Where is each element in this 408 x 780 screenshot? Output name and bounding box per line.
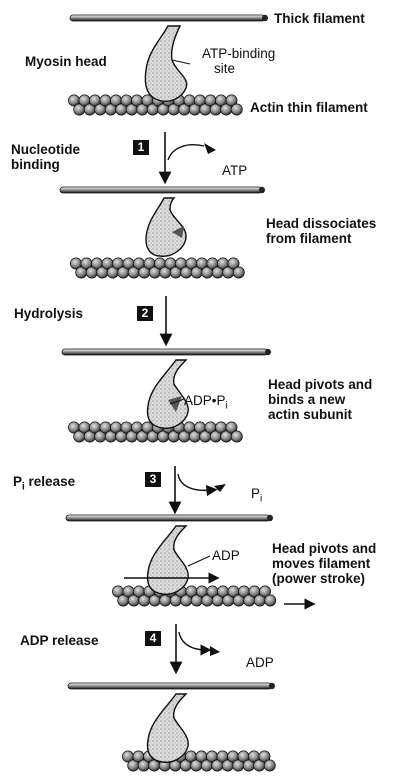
hydrolysis-label: Hydrolysis — [14, 306, 83, 321]
thick-filament-1 — [70, 15, 265, 21]
nucleotide-binding-label: Nucleotide binding — [11, 142, 80, 172]
atp-binding-line2: site — [202, 61, 275, 76]
head-pivots-binds-line2: binds a new — [268, 392, 372, 407]
pi-release-label: Pi release — [13, 474, 75, 495]
pi-exit-curve — [178, 474, 212, 490]
adp-label-2: ADP — [246, 655, 274, 670]
thick-filament-5 — [68, 683, 272, 689]
actin-bead-5-27 — [264, 760, 275, 771]
nucleotide-binding-line1: Nucleotide — [11, 142, 80, 157]
thick-filament-4 — [66, 515, 270, 521]
atp-label: ATP — [222, 163, 247, 178]
pi-label: Pi — [251, 486, 262, 507]
adp-pointer — [188, 556, 210, 566]
myosin-head-3 — [148, 360, 189, 428]
atp-binding-line1: ATP-binding — [202, 46, 275, 61]
head-dissociates-label: Head dissociates from filament — [266, 216, 376, 246]
head-pivots-binds-label: Head pivots and binds a new actin subuni… — [268, 377, 372, 422]
pi-release-rest: release — [25, 474, 75, 489]
atp-entry-curve — [168, 145, 204, 160]
pi-main: P — [251, 486, 260, 501]
pi-subscript: i — [260, 494, 262, 505]
thick-filament-2 — [60, 187, 262, 193]
adp-pi-main: ADP•P — [184, 393, 226, 408]
step-1-badge: 1 — [133, 140, 149, 155]
atp-binding-site-label: ATP-binding site — [202, 46, 275, 76]
adp-pi-label: ADP•Pi — [184, 393, 228, 414]
pi-molecule — [214, 484, 226, 492]
head-pivots-binds-line1: Head pivots and — [268, 377, 372, 392]
actin-bead-1-31 — [231, 104, 242, 115]
thick-filament-end-3 — [265, 349, 271, 355]
actin-bead-3-31 — [231, 431, 242, 442]
power-stroke-line2: moves filament — [272, 556, 376, 571]
head-dissociates-line2: from filament — [266, 231, 376, 246]
step-4-badge: 4 — [145, 631, 161, 646]
myosin-head-label: Myosin head — [25, 54, 107, 69]
power-stroke-line3: (power stroke) — [272, 571, 376, 586]
thick-filament-end-2 — [259, 187, 265, 193]
adp-exit-curve — [179, 632, 206, 650]
adp-label-1: ADP — [212, 548, 240, 563]
thick-filament-end-1 — [262, 15, 268, 21]
step-3-badge: 3 — [145, 472, 161, 487]
power-stroke-line1: Head pivots and — [272, 541, 376, 556]
thick-filament-3 — [62, 349, 268, 355]
adp-molecule — [210, 646, 220, 656]
adp-pi-subscript: i — [226, 401, 228, 412]
myosin-head-1 — [145, 26, 186, 101]
myosin-head-4 — [148, 526, 189, 594]
adp-release-label: ADP release — [20, 633, 99, 648]
atp-molecule — [204, 143, 216, 154]
pi-release-main: P — [13, 474, 22, 489]
atp-site-pointer — [172, 60, 190, 64]
step-2-badge: 2 — [137, 306, 153, 321]
thick-filament-end-4 — [267, 515, 273, 521]
actin-bead-4-29 — [265, 595, 276, 606]
actin-thin-filament-label: Actin thin filament — [250, 100, 368, 115]
power-stroke-label: Head pivots and moves filament (power st… — [272, 541, 376, 586]
head-dissociates-line1: Head dissociates — [266, 216, 376, 231]
myosin-head-2 — [146, 198, 186, 256]
thick-filament-end-5 — [269, 683, 275, 689]
head-pivots-binds-line3: actin subunit — [268, 407, 372, 422]
thick-filament-label: Thick filament — [274, 11, 365, 26]
actin-bead-2-31 — [233, 267, 244, 278]
myosin-head-5 — [148, 694, 189, 762]
nucleotide-binding-line2: binding — [11, 157, 80, 172]
